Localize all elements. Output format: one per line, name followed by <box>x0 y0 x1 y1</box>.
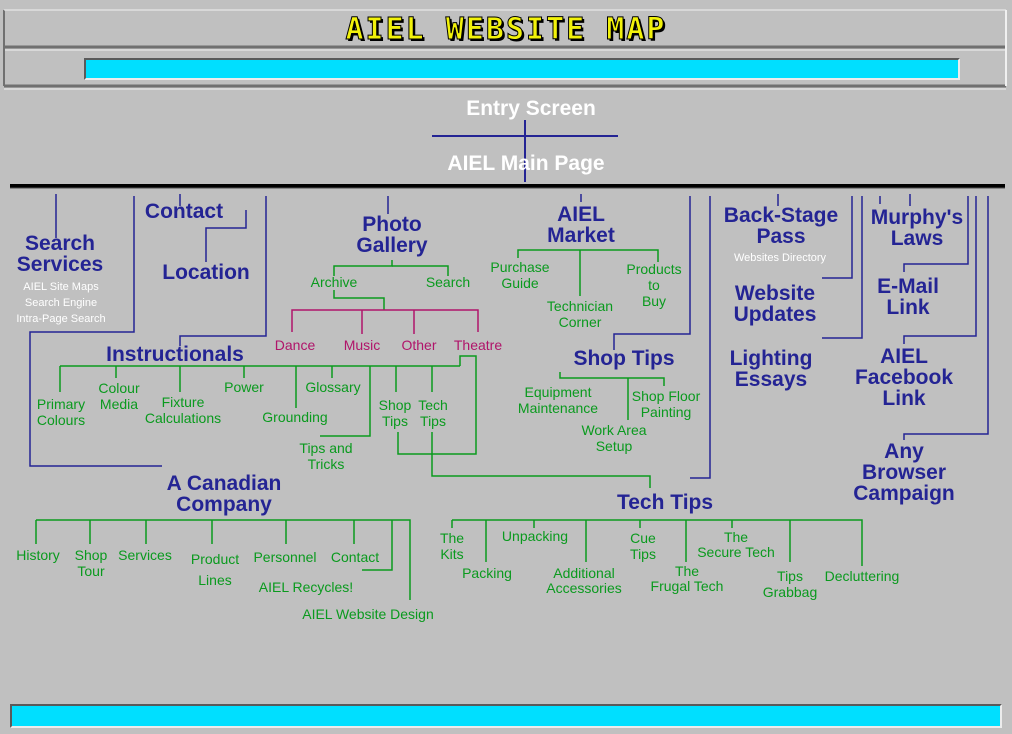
node-unpacking[interactable]: Unpacking <box>501 528 569 544</box>
node-power[interactable]: Power <box>224 379 264 395</box>
node-other[interactable]: Other <box>401 337 437 353</box>
node-contact[interactable]: Contact <box>144 200 224 223</box>
node-decluttering[interactable]: Decluttering <box>824 568 900 584</box>
node-glossary[interactable]: Glossary <box>305 379 361 395</box>
node-entry-screen[interactable]: Entry Screen <box>466 97 596 120</box>
node-tech-tips[interactable]: Tech Tips <box>616 491 714 514</box>
node-personnel[interactable]: Personnel <box>253 549 317 565</box>
node-main-page[interactable]: AIEL Main Page <box>447 152 605 175</box>
node-shop-tips[interactable]: Shop Tips <box>573 347 675 370</box>
node-search[interactable]: Search <box>425 274 471 290</box>
node-music[interactable]: Music <box>343 337 381 353</box>
node-theatre[interactable]: Theatre <box>453 337 503 353</box>
node-location[interactable]: Location <box>162 261 250 284</box>
node-grounding[interactable]: Grounding <box>262 409 328 425</box>
node-websites-directory[interactable]: Websites Directory <box>733 252 827 264</box>
node-instructionals[interactable]: Instructionals <box>106 343 244 366</box>
header-accent-bar <box>84 58 960 80</box>
node-packing[interactable]: Packing <box>462 565 512 581</box>
node-dance[interactable]: Dance <box>274 337 316 353</box>
node-aiel-recycles[interactable]: AIEL Recycles! <box>258 579 354 595</box>
node-contact-company[interactable]: Contact <box>330 549 380 565</box>
node-archive[interactable]: Archive <box>310 274 358 290</box>
node-services[interactable]: Services <box>118 547 172 563</box>
node-website-design[interactable]: AIEL Website Design <box>302 606 434 622</box>
node-history[interactable]: History <box>16 547 60 563</box>
page-title: AIEL WEBSITE MAP <box>345 12 667 48</box>
footer-accent-bar <box>10 704 1002 728</box>
